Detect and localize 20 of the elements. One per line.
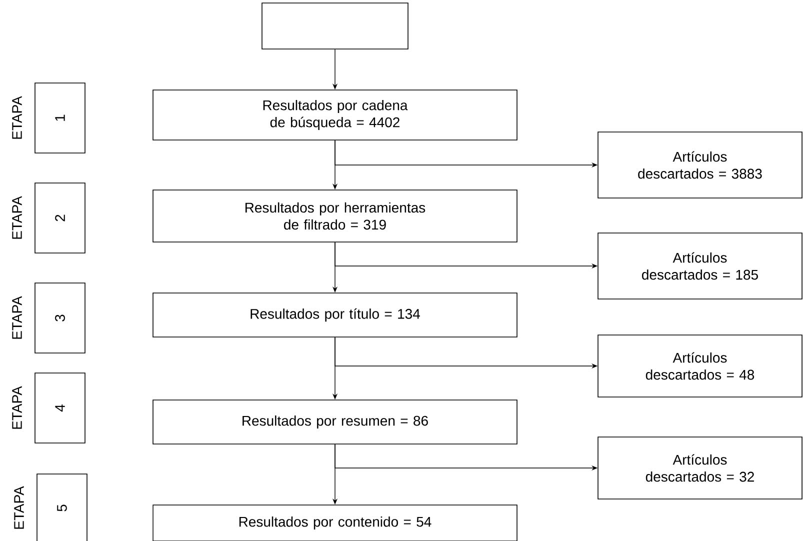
process-box: Resultados por título = 134: [152, 292, 518, 338]
process-box: Resultados por contenido = 54: [152, 504, 518, 541]
stage-label: ETAPA: [12, 296, 22, 339]
stage-label: ETAPA: [12, 196, 22, 239]
stage-box: 1: [34, 82, 86, 154]
stage-box: 5: [36, 474, 88, 541]
stage-box: 3: [34, 282, 86, 354]
excluded-box: Artículos descartados = 3883: [598, 132, 802, 198]
excluded-box: Artículos descartados = 185: [598, 232, 802, 300]
excluded-box: Artículos descartados = 48: [598, 334, 802, 398]
process-box: Resultados por herramientas de filtrado = 319: [152, 190, 518, 242]
stage-label: ETAPA: [12, 386, 22, 429]
process-box: Resultados por cadena de búsqueda = 4402: [152, 90, 518, 140]
process-box: [262, 2, 408, 50]
stage-box: 4: [34, 372, 86, 444]
stage-box: 2: [34, 182, 86, 254]
process-box: Resultados por resumen = 86: [152, 400, 518, 444]
excluded-box: Artículos descartados = 32: [598, 436, 802, 500]
stage-label: ETAPA: [12, 96, 22, 139]
stage-label: ETAPA: [14, 486, 24, 529]
